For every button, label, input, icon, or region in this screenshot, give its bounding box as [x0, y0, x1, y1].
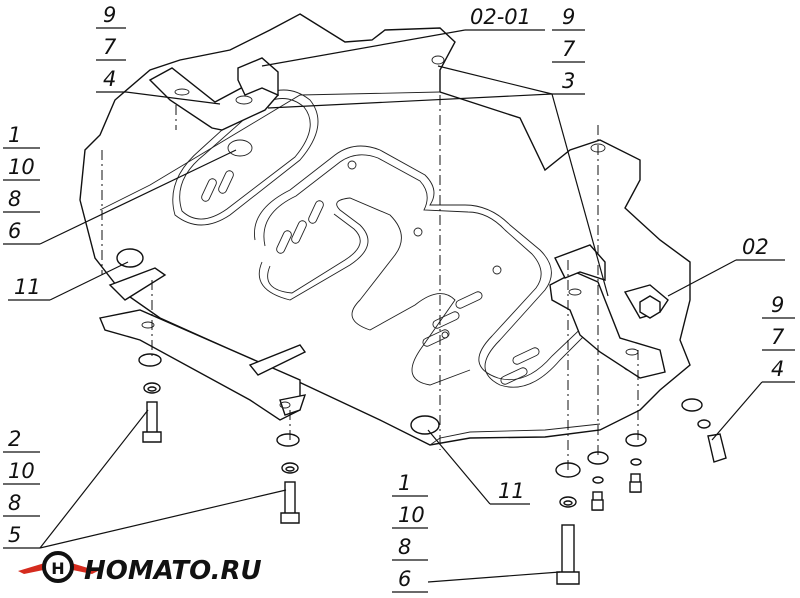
fastener-stack-left-1 [138, 353, 162, 443]
callout-label: 02-01 [470, 5, 531, 29]
callout-bottom-center: 11 [427, 429, 530, 505]
callout-label: 9 [562, 5, 575, 29]
callout-label: 9 [771, 293, 784, 317]
callout-label: 3 [562, 69, 575, 93]
callout-label: 02 [742, 235, 769, 259]
fastener-stack-center [555, 462, 581, 585]
callout-far-right: 9 7 4 [711, 293, 795, 441]
callout-bottom-center-stack: 1 10 8 6 [392, 471, 561, 593]
callout-label: 8 [8, 187, 21, 211]
callout-label: 10 [398, 503, 425, 527]
brand-logo: H HOMATO.RU [18, 551, 262, 586]
callout-label: 10 [8, 459, 35, 483]
callout-top-left: 9 7 4 [96, 3, 221, 105]
brand-name: HOMATO.RU [84, 556, 262, 586]
callout-label: 6 [398, 567, 411, 591]
callout-bottom-left: 2 10 8 5 [3, 409, 287, 549]
fastener-stack-left-2 [276, 433, 300, 524]
callout-label: 4 [103, 67, 116, 91]
callout-label: 7 [103, 35, 117, 59]
callout-label: 11 [498, 479, 525, 503]
fastener-stack-center-2 [587, 451, 609, 511]
callout-top-center: 02-01 [261, 5, 545, 67]
callout-left: 1 10 8 6 [3, 123, 237, 245]
callout-label: 7 [562, 37, 576, 61]
logo-ring [42, 551, 74, 583]
callout-label: 8 [398, 535, 411, 559]
callout-label: 11 [14, 275, 41, 299]
callout-top-right: 9 7 3 [267, 5, 609, 297]
callout-label: 5 [8, 523, 21, 547]
callout-label: 8 [8, 491, 21, 515]
logo-letter: H [51, 559, 64, 578]
callout-label: 7 [771, 325, 785, 349]
callout-label: 1 [398, 471, 411, 495]
callout-label: 9 [103, 3, 116, 27]
nut-on-bracket [639, 295, 661, 319]
callout-label: 2 [8, 427, 21, 451]
callout-label: 10 [8, 155, 35, 179]
bracket-top-left [148, 57, 279, 131]
callout-label: 1 [8, 123, 21, 147]
side-strip [99, 267, 307, 421]
fastener-stack-center-3 [625, 433, 647, 493]
callout-left-lower: 11 [8, 261, 129, 301]
callout-label: 4 [771, 357, 784, 381]
callout-label: 6 [8, 219, 21, 243]
callout-right: 02 [667, 235, 785, 297]
